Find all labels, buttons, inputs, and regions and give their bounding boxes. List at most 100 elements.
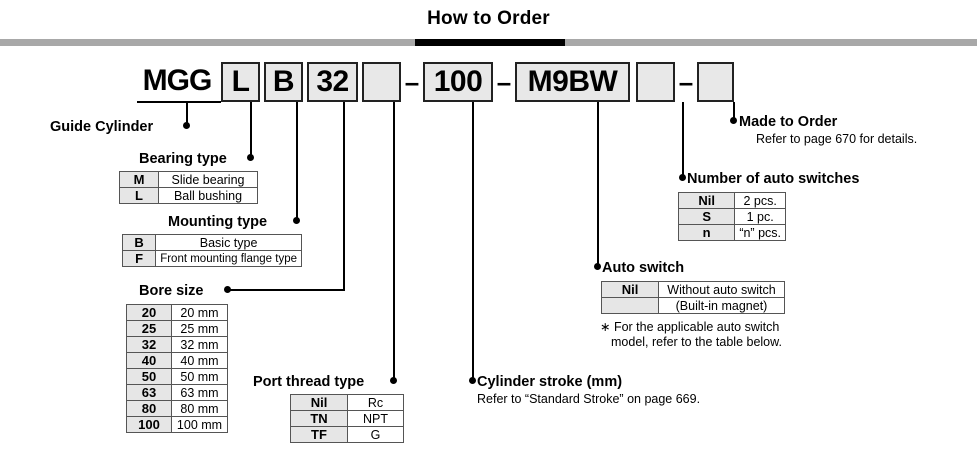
leader-dot-number-of-auto-switches xyxy=(679,174,686,181)
cell-code: Nil xyxy=(677,192,736,209)
table-row: (Built-in magnet) xyxy=(601,297,785,314)
cell-desc: Ball bushing xyxy=(158,187,258,204)
cell-code: Nil xyxy=(601,281,659,298)
cell-code: 40 xyxy=(126,352,172,369)
cell-desc: “n” pcs. xyxy=(734,224,786,241)
cell-code: 50 xyxy=(126,368,172,385)
leader-line-guide-cylinder xyxy=(186,101,188,125)
table-row: 20 20 mm xyxy=(126,304,228,321)
table-row: Nil Rc xyxy=(290,394,404,411)
table-row: Nil Without auto switch xyxy=(601,281,785,298)
model-code-box-port-thread-type[interactable] xyxy=(362,62,401,102)
callout-label-cylinder-stroke: Cylinder stroke (mm) xyxy=(477,374,623,390)
table-bore-size: 20 20 mm 25 25 mm 32 32 mm 40 40 mm 50 5… xyxy=(126,304,228,433)
model-code-box-number-of-auto-switches[interactable] xyxy=(636,62,675,102)
cell-desc: Basic type xyxy=(155,234,302,251)
table-row: L Ball bushing xyxy=(119,187,258,204)
table-row: 100 100 mm xyxy=(126,416,228,433)
leader-dot-port-thread-type xyxy=(390,377,397,384)
cell-code: 63 xyxy=(126,384,172,401)
table-row: TF G xyxy=(290,426,404,443)
callout-label-mounting-type: Mounting type xyxy=(168,214,268,230)
leader-dot-auto-switch xyxy=(594,263,601,270)
cell-code: TF xyxy=(290,426,348,443)
cell-desc-line1: Without auto switch xyxy=(658,281,785,298)
cell-desc: 40 mm xyxy=(171,352,228,369)
cell-code-spacer xyxy=(601,297,659,314)
model-code-separator-1: – xyxy=(404,67,420,97)
callout-label-auto-switch: Auto switch xyxy=(602,260,685,276)
table-bearing-type: M Slide bearing L Ball bushing xyxy=(119,171,258,204)
cell-code: 32 xyxy=(126,336,172,353)
cell-desc: 100 mm xyxy=(171,416,228,433)
callout-note-cylinder-stroke: Refer to “Standard Stroke” on page 669. xyxy=(477,392,701,406)
callout-label-bore-size: Bore size xyxy=(139,283,204,299)
cell-desc: NPT xyxy=(347,410,404,427)
leader-dot-cylinder-stroke xyxy=(469,377,476,384)
cell-desc: Slide bearing xyxy=(158,171,258,188)
cell-desc: 80 mm xyxy=(171,400,228,417)
leader-dot-bore-size xyxy=(224,286,231,293)
leader-line-bearing-type xyxy=(250,102,252,157)
callout-label-number-of-auto-switches: Number of auto switches xyxy=(687,171,860,187)
leader-line-port-thread-type xyxy=(393,102,395,380)
leader-line-mounting-type xyxy=(296,102,298,220)
model-code-box-cylinder-stroke[interactable]: 100 xyxy=(423,62,493,102)
cell-desc: G xyxy=(347,426,404,443)
cell-code: 100 xyxy=(126,416,172,433)
cell-code: L xyxy=(119,187,159,204)
model-code-prefix: MGG xyxy=(142,64,213,97)
leader-line-auto-switch xyxy=(597,102,599,267)
cell-code: TN xyxy=(290,410,348,427)
table-row: B Basic type xyxy=(121,234,302,251)
leader-dot-guide-cylinder xyxy=(183,122,190,129)
leader-dot-made-to-order xyxy=(730,117,737,124)
callout-note-auto-switch-line1: ∗ For the applicable auto switch xyxy=(600,320,780,334)
table-row: n “n” pcs. xyxy=(677,224,786,241)
model-code-box-bearing-type[interactable]: L xyxy=(221,62,260,102)
cell-desc-line2: (Built-in magnet) xyxy=(658,297,785,314)
cell-desc: 1 pc. xyxy=(734,208,786,225)
cell-code: M xyxy=(119,171,159,188)
callout-label-guide-cylinder: Guide Cylinder xyxy=(50,119,154,135)
table-row: 80 80 mm xyxy=(126,400,228,417)
table-row: M Slide bearing xyxy=(119,171,258,188)
cell-desc: 20 mm xyxy=(171,304,228,321)
cell-code: Nil xyxy=(290,394,348,411)
table-row: 25 25 mm xyxy=(126,320,228,337)
cell-code: n xyxy=(677,224,736,241)
table-row: 32 32 mm xyxy=(126,336,228,353)
callout-label-made-to-order: Made to Order xyxy=(739,114,838,130)
leader-line-bore-size-horizontal xyxy=(227,289,345,291)
callout-note-auto-switch-line2: model, refer to the table below. xyxy=(611,335,782,349)
cell-desc: 2 pcs. xyxy=(734,192,786,209)
cell-code: F xyxy=(121,250,157,267)
table-row: S 1 pc. xyxy=(677,208,786,225)
table-row: TN NPT xyxy=(290,410,404,427)
callout-label-bearing-type: Bearing type xyxy=(139,151,227,167)
cell-desc: 63 mm xyxy=(171,384,228,401)
table-row: 40 40 mm xyxy=(126,352,228,369)
cell-desc: 32 mm xyxy=(171,336,228,353)
callout-note-made-to-order: Refer to page 670 for details. xyxy=(756,132,918,146)
table-number-of-auto-switches: Nil 2 pcs. S 1 pc. n “n” pcs. xyxy=(677,192,786,241)
cell-code: B xyxy=(121,234,157,251)
cell-desc: 25 mm xyxy=(171,320,228,337)
model-code-box-mounting-type[interactable]: B xyxy=(264,62,303,102)
model-code-box-made-to-order[interactable] xyxy=(697,62,734,102)
table-row: 50 50 mm xyxy=(126,368,228,385)
cell-code: 20 xyxy=(126,304,172,321)
model-code-box-auto-switch[interactable]: M9BW xyxy=(515,62,630,102)
cell-desc: 50 mm xyxy=(171,368,228,385)
header-rule-accent xyxy=(415,39,565,46)
callout-label-port-thread-type: Port thread type xyxy=(253,374,365,390)
table-mounting-type: B Basic type F Front mounting flange typ… xyxy=(121,234,302,267)
model-code-separator-3: – xyxy=(678,67,694,97)
table-port-thread-type: Nil Rc TN NPT TF G xyxy=(290,394,404,443)
model-code-box-bore-size[interactable]: 32 xyxy=(307,62,358,102)
model-code-separator-2: – xyxy=(496,67,512,97)
cell-code: 25 xyxy=(126,320,172,337)
cell-desc: Front mounting flange type xyxy=(155,250,302,267)
page-title: How to Order xyxy=(427,8,550,29)
